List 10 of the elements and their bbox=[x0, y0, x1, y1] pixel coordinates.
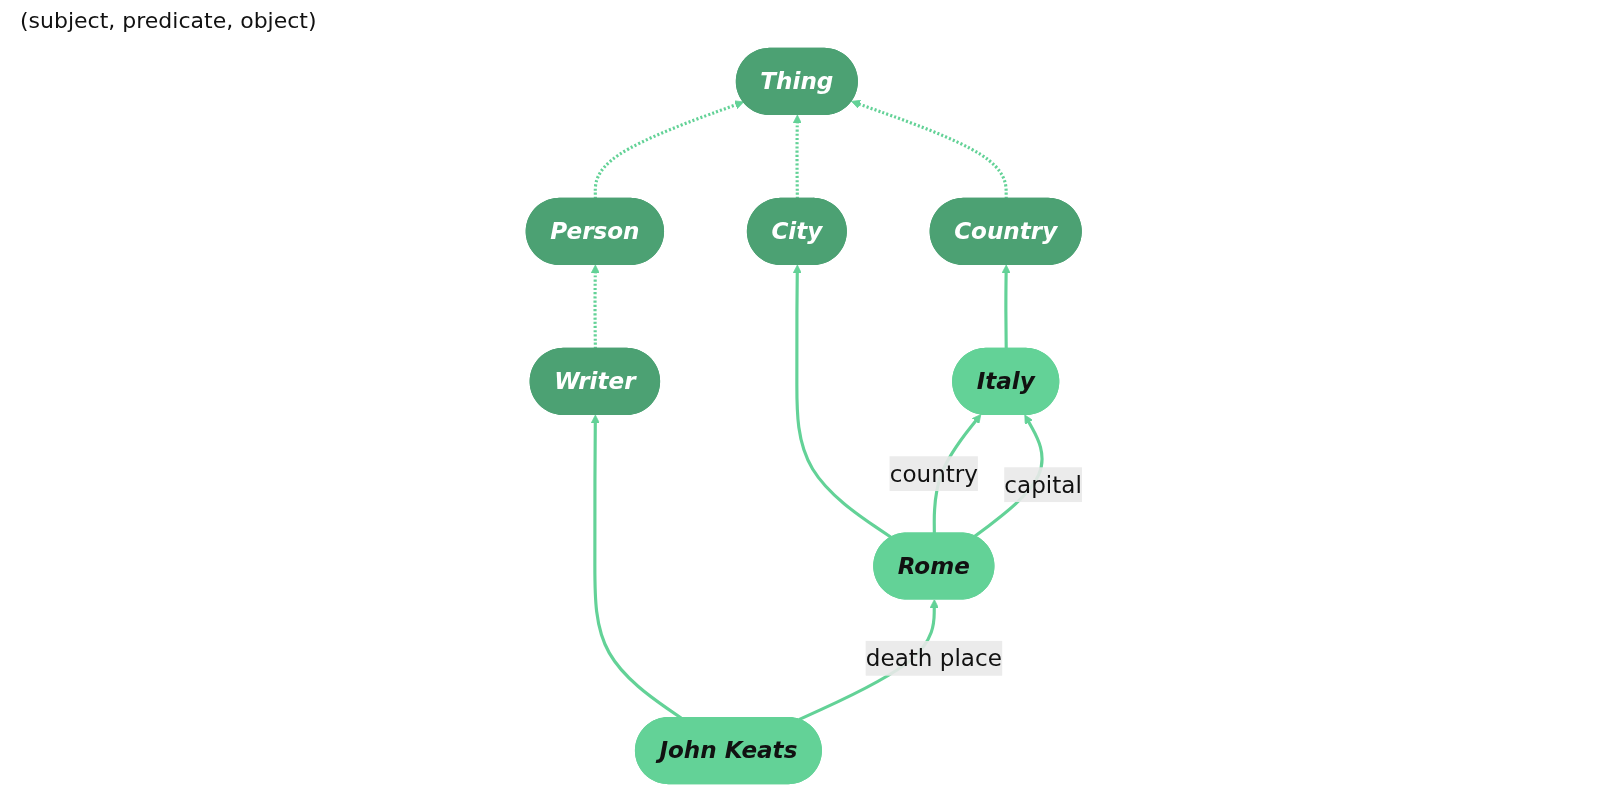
arrow bbox=[1001, 264, 1011, 349]
arrow bbox=[590, 264, 600, 349]
arrow bbox=[792, 114, 802, 199]
edge-label: death place bbox=[865, 645, 1002, 672]
annotation-text: (subject, predicate, object) bbox=[20, 8, 317, 33]
edge-label: country bbox=[889, 460, 978, 487]
arrow bbox=[593, 100, 744, 199]
arrow bbox=[792, 264, 893, 539]
arrow bbox=[851, 99, 1008, 199]
edge-label: capital bbox=[1004, 471, 1082, 498]
